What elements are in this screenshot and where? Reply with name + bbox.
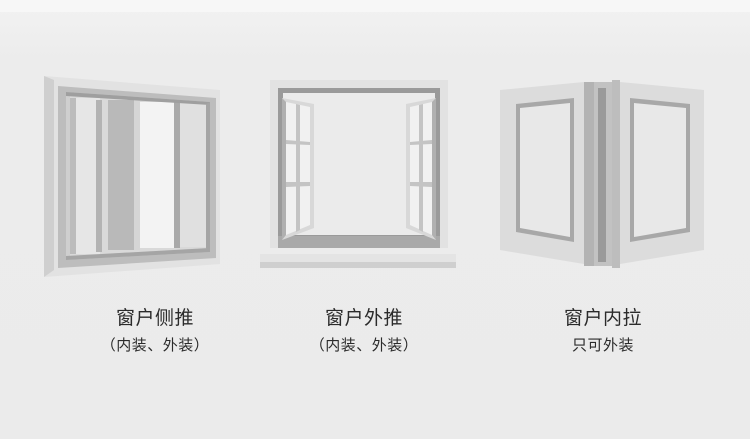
caption-title: 窗户内拉	[563, 307, 642, 329]
caption-title: 窗户侧推	[115, 307, 194, 329]
inward-casement-illustration	[498, 80, 708, 270]
caption-subtitle: （内装、外装）	[100, 336, 210, 354]
caption-subtitle: 只可外装	[571, 336, 634, 354]
caption-inward: 窗户内拉 只可外装	[493, 306, 713, 356]
outward-casement-illustration	[256, 78, 476, 278]
caption-subtitle: （内装、外装）	[309, 336, 419, 354]
top-band	[0, 0, 750, 12]
caption-outward: 窗户外推 （内装、外装）	[254, 306, 474, 356]
sliding-window-illustration	[40, 72, 230, 282]
caption-sliding: 窗户侧推 （内装、外装）	[45, 306, 265, 356]
caption-title: 窗户外推	[324, 307, 403, 329]
